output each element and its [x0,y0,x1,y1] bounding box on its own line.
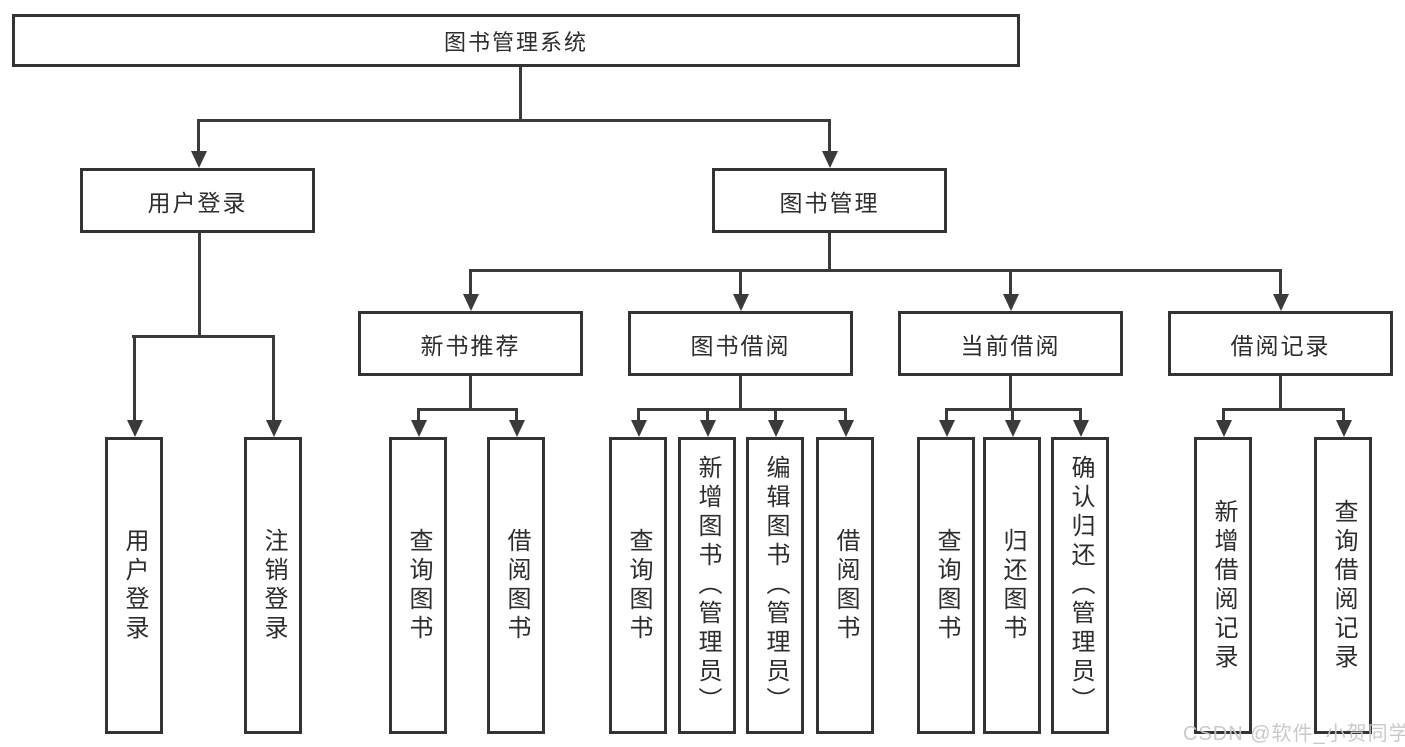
arrow-to-leaf-return-book [1011,408,1014,420]
leaf-query-borrow-record: 查询借阅记录 [1314,437,1372,734]
connector-borrow-records-stub [1279,375,1282,408]
leaf-confirm-return-admin: 确认归还（管理员） [1051,437,1109,734]
node-book-borrow-label: 图书借阅 [690,332,791,359]
connector-new-book-stub [469,375,472,408]
leaf-add-book-admin-label: 新增图书（管理员） [694,455,721,716]
arrow-to-new-book-recommend [469,269,472,294]
node-user-login: 用户登录 [80,168,315,233]
connector-root-stub [519,65,522,119]
leaf-query-books-1-label: 查询图书 [405,527,432,644]
arrow-to-borrow-records [1279,269,1282,294]
arrow-to-leaf-query-books-3 [945,408,948,420]
leaf-borrow-books-2: 借阅图书 [816,437,874,734]
leaf-add-book-admin: 新增图书（管理员） [678,437,736,734]
node-borrow-records: 借阅记录 [1168,311,1393,376]
node-current-borrow-label: 当前借阅 [960,332,1061,359]
leaf-user-login-label: 用户登录 [121,527,148,644]
connector-book-borrow-hline [637,408,846,411]
node-new-book-recommend-label: 新书推荐 [420,332,521,359]
leaf-add-borrow-record: 新增借阅记录 [1194,437,1252,734]
arrow-to-leaf-user-login [133,335,136,420]
arrow-to-user-login [197,119,200,151]
leaf-edit-book-admin-label: 编辑图书（管理员） [762,455,789,716]
connector-book-borrow-stub [739,375,742,408]
leaf-user-login: 用户登录 [105,437,163,734]
arrow-to-current-borrow [1009,269,1012,294]
connector-book-management-stub [828,232,831,269]
arrow-to-book-borrow [739,269,742,294]
leaf-confirm-return-admin-label: 确认归还（管理员） [1067,455,1094,716]
node-borrow-records-label: 借阅记录 [1230,332,1331,359]
leaf-query-books-1: 查询图书 [389,437,447,734]
node-root: 图书管理系统 [12,14,1020,67]
node-current-borrow: 当前借阅 [898,311,1123,376]
leaf-borrow-books-1-label: 借阅图书 [503,527,530,644]
arrow-to-leaf-borrow-books-1 [515,408,518,420]
arrow-to-leaf-query-record [1342,408,1345,420]
connector-root-hline [197,119,831,122]
leaf-logout-label: 注销登录 [260,527,287,644]
leaf-logout: 注销登录 [244,437,302,734]
node-book-borrow: 图书借阅 [628,311,853,376]
csdn-watermark: CSDN @软件_小贺同学 [1183,723,1405,745]
leaf-borrow-books-1: 借阅图书 [487,437,545,734]
arrow-to-leaf-query-books-1 [417,408,420,420]
leaf-return-book-label: 归还图书 [999,527,1026,644]
leaf-query-borrow-record-label: 查询借阅记录 [1330,498,1357,673]
connector-user-login-stub [198,232,201,335]
connector-user-login-hline [132,335,274,338]
arrow-to-leaf-confirm-return [1079,408,1082,420]
connector-current-borrow-stub [1009,375,1012,408]
arrow-to-leaf-logout [272,335,275,420]
arrow-to-leaf-edit-book [774,408,777,420]
leaf-query-books-3-label: 查询图书 [933,527,960,644]
arrow-to-leaf-add-book [706,408,709,420]
connector-book-management-hline [469,269,1281,272]
node-user-login-label: 用户登录 [147,189,248,216]
connector-borrow-records-hline [1222,408,1345,411]
arrow-to-leaf-query-books-2 [637,408,640,420]
leaf-query-books-2: 查询图书 [609,437,667,734]
leaf-return-book: 归还图书 [983,437,1041,734]
leaf-edit-book-admin: 编辑图书（管理员） [746,437,804,734]
node-book-management-label: 图书管理 [779,189,880,216]
connector-new-book-hline [417,408,518,411]
node-root-label: 图书管理系统 [443,29,588,55]
leaf-add-borrow-record-label: 新增借阅记录 [1210,498,1237,673]
arrow-to-leaf-add-record [1222,408,1225,420]
arrow-to-leaf-borrow-books-2 [844,408,847,420]
node-book-management: 图书管理 [712,168,947,233]
leaf-query-books-2-label: 查询图书 [625,527,652,644]
leaf-borrow-books-2-label: 借阅图书 [832,527,859,644]
leaf-query-books-3: 查询图书 [917,437,975,734]
arrow-to-book-management [828,119,831,151]
node-new-book-recommend: 新书推荐 [358,311,583,376]
